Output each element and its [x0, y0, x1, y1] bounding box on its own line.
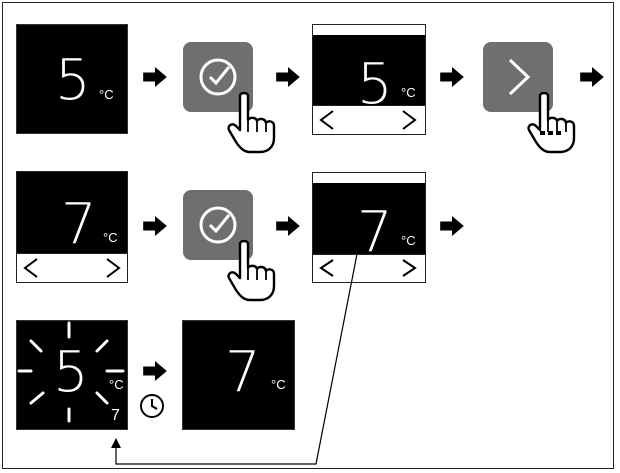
temperature-unit: °C [103, 230, 118, 245]
chevron-left-icon [319, 110, 334, 130]
display-panel-adjusted: 7 °C [16, 171, 128, 283]
temperature-unit: °C [271, 377, 286, 392]
long-press-dots-icon [540, 131, 561, 135]
temperature-value: 7 [357, 200, 393, 265]
temperature-unit: °C [401, 233, 416, 248]
chevron-right-icon [508, 58, 531, 96]
temperature-unit: °C [401, 85, 416, 100]
set-value: 7 [111, 407, 120, 424]
nav-bar [313, 254, 425, 282]
temperature-value: 5 [53, 340, 89, 405]
chevron-left-icon [319, 259, 334, 277]
chevron-right-icon [402, 259, 417, 277]
display-panel-edit: 5 °C [312, 24, 426, 135]
display-panel-current: 5 °C [16, 24, 128, 134]
temperature-unit: °C [109, 377, 124, 392]
chevron-right-icon [106, 258, 121, 278]
display-panel-final: 7 °C [182, 320, 295, 430]
clock-icon [140, 394, 164, 418]
display-panel-blinking: 5 °C 7 [16, 320, 128, 430]
display-panel-confirmed: 7 °C [312, 172, 426, 283]
temperature-value: 7 [225, 340, 261, 405]
temperature-value: 5 [55, 48, 91, 113]
check-circle-icon [199, 58, 237, 96]
chevron-left-icon [23, 258, 38, 278]
check-circle-icon [199, 206, 237, 244]
blink-rays-icon [17, 321, 125, 423]
diagram-frame [2, 2, 614, 469]
chevron-right-icon [402, 110, 417, 130]
nav-bar [313, 105, 425, 134]
temperature-value: 5 [357, 52, 393, 117]
temperature-value: 7 [61, 192, 97, 257]
temperature-unit: °C [99, 87, 114, 102]
nav-bar [17, 253, 127, 282]
